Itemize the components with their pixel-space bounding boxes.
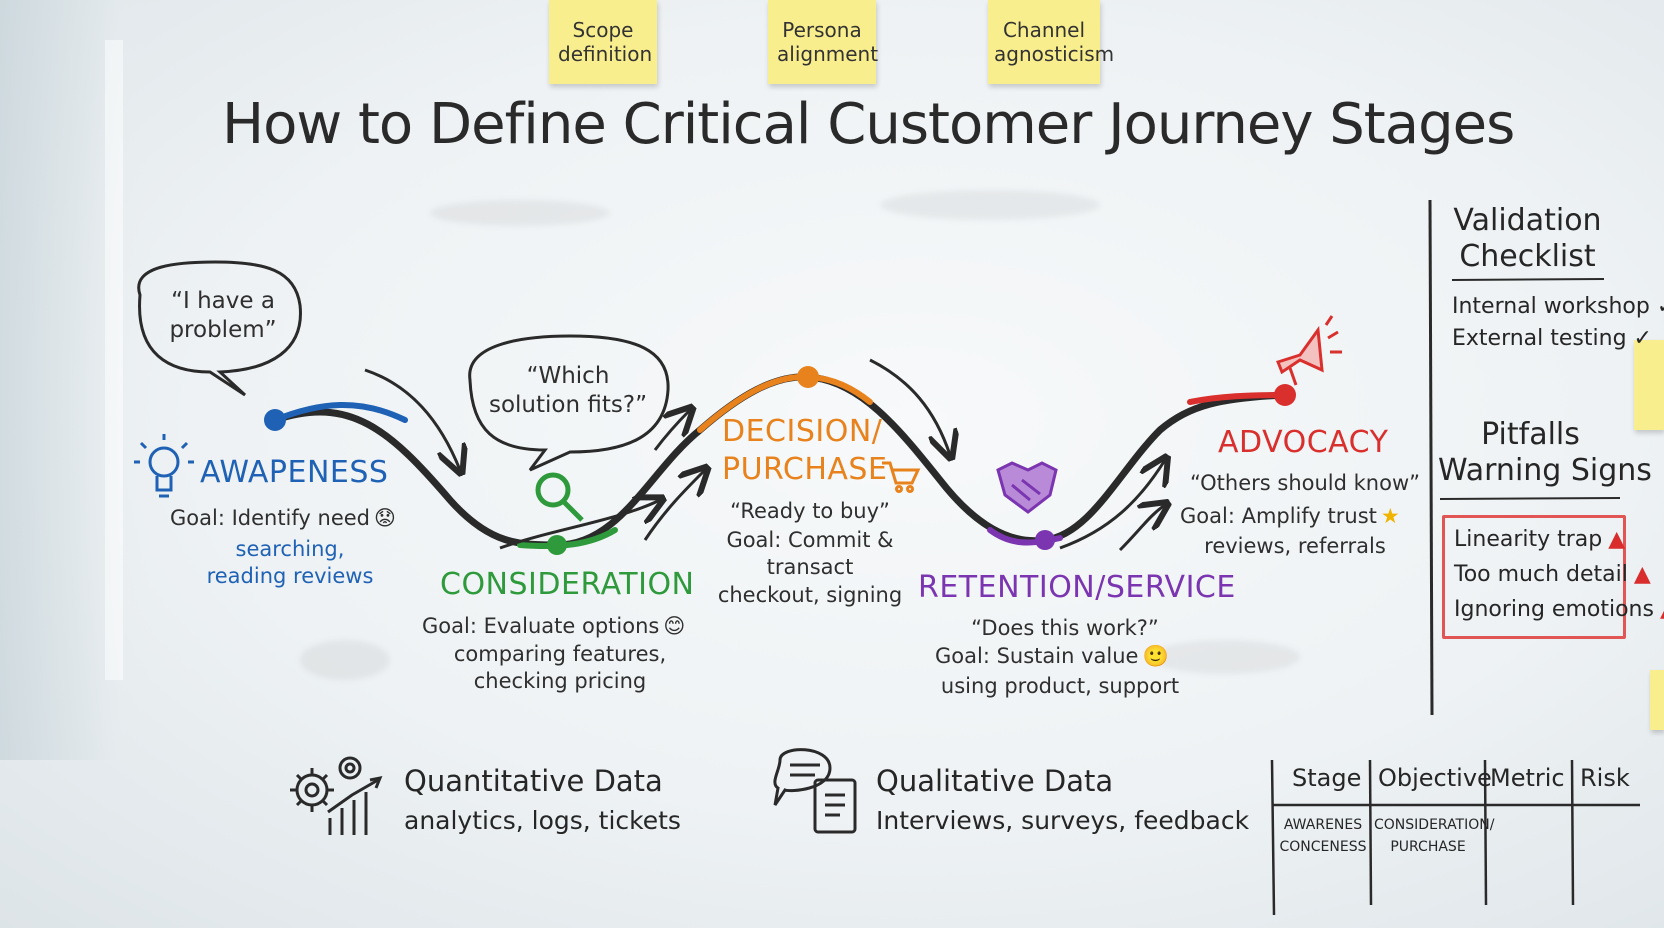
- table-header-metric: Metric: [1490, 764, 1565, 792]
- warning-icon: ▲: [1660, 597, 1664, 622]
- warning-icon: ▲: [1633, 562, 1651, 587]
- smiling-face-icon: 🙂: [1142, 644, 1169, 668]
- consideration-goal: Goal: Evaluate options😊: [422, 614, 686, 638]
- decision-activity: checkout, signing: [717, 583, 903, 607]
- qualitative-data-title: Qualitative Data: [876, 764, 1114, 798]
- whiteboard-smudge: [430, 200, 610, 226]
- page-title: How to Define Critical Customer Journey …: [222, 92, 1515, 157]
- retention-dot: [1035, 530, 1055, 550]
- awareness-dot: [264, 409, 286, 431]
- flow-arrow: [869, 358, 950, 455]
- whiteboard-smudge: [1150, 640, 1300, 674]
- table-header-stage: Stage: [1292, 764, 1362, 792]
- pitfalls-title: Pitfalls: [1481, 417, 1580, 452]
- consideration-path-segment: [517, 527, 618, 550]
- window-frame-reflection: [105, 40, 123, 680]
- panel-divider: [1428, 199, 1434, 716]
- advocacy-dot: [1274, 384, 1296, 406]
- stage-decision-name: DECISION/: [722, 414, 883, 449]
- table-cell: CONSIDERATION/: [1374, 817, 1495, 833]
- qualitative-data-subtitle: Interviews, surveys, feedback: [876, 806, 1250, 835]
- sticky-note-channel: Channel agnosticism: [988, 0, 1114, 84]
- speech-bubble-consideration: [468, 334, 670, 472]
- consideration-dot: [547, 535, 567, 555]
- retention-activity: using product, support: [940, 674, 1180, 698]
- lightbulb-icon: [134, 434, 194, 498]
- flow-arrow: [1059, 460, 1165, 550]
- magnifier-icon: [535, 472, 584, 522]
- consideration-activity: checking pricing: [473, 669, 647, 693]
- sticky-note-edge: [1650, 670, 1664, 730]
- checklist-title: Checklist: [1459, 239, 1596, 274]
- window-light-reflection: [0, 0, 150, 760]
- stage-consideration-name: CONSIDERATION: [440, 567, 695, 602]
- awareness-activity: reading reviews: [206, 564, 374, 588]
- retention-quote: “Does this work?”: [971, 616, 1159, 640]
- decision-quote: “Ready to buy”: [730, 499, 890, 523]
- awareness-path-segment: [272, 402, 408, 423]
- stage-awareness-name: AWAPENESS: [200, 455, 389, 490]
- whiteboard-smudge: [880, 190, 1100, 220]
- stage-purchase-name: PURCHASE: [722, 452, 888, 487]
- table-header-objective: Objective: [1378, 764, 1492, 792]
- validation-underline: [1451, 278, 1605, 281]
- star-icon: ★: [1380, 504, 1400, 528]
- validation-title: Validation: [1453, 203, 1602, 238]
- decision-goal: Goal: Commit &: [726, 528, 894, 552]
- gears-chart-icon: [290, 756, 383, 835]
- warning-signs-title: Warning Signs: [1438, 453, 1652, 488]
- advocacy-activity: reviews, referrals: [1204, 534, 1386, 558]
- table-cell: PURCHASE: [1390, 839, 1466, 855]
- stage-table-grid: [1270, 759, 1640, 916]
- advocacy-quote: “Others should know”: [1190, 471, 1420, 495]
- speech-bubble-awareness: [137, 260, 302, 397]
- awareness-goal: Goal: Identify need😟: [170, 506, 396, 530]
- retention-goal: Goal: Sustain value🙂: [935, 644, 1169, 668]
- sticky-note-scope: Scope definition: [549, 0, 657, 84]
- stage-retention-name: RETENTION/SERVICE: [918, 570, 1236, 605]
- decision-dot: [797, 366, 819, 388]
- awareness-activity: searching,: [235, 537, 345, 561]
- table-cell: CONCENESS: [1279, 839, 1367, 855]
- flow-arrow: [1118, 505, 1165, 552]
- checklist-item: Internal workshop ✓: [1452, 294, 1664, 319]
- advocacy-goal: Goal: Amplify trust★: [1180, 504, 1400, 528]
- consideration-activity: comparing features,: [453, 642, 667, 666]
- pitfalls-box: [1442, 515, 1626, 639]
- flow-arrow: [653, 410, 690, 451]
- flow-arrow: [364, 368, 460, 470]
- smiling-face-icon: 😊: [663, 614, 686, 638]
- quantitative-data-subtitle: analytics, logs, tickets: [404, 806, 681, 835]
- cart-icon: [882, 461, 921, 493]
- table-header-risk: Risk: [1580, 764, 1630, 792]
- awareness-quote: “I have a problem”: [169, 288, 277, 343]
- chat-clipboard-icon: [773, 748, 857, 834]
- pitfalls-underline: [1439, 497, 1621, 500]
- pitfall-item: Ignoring emotions▲: [1454, 597, 1664, 622]
- flow-arrow: [643, 470, 705, 541]
- table-cell: AWARENES: [1283, 817, 1363, 833]
- flow-arrow: [499, 500, 660, 550]
- stage-advocacy-name: ADVOCACY: [1218, 425, 1389, 460]
- checklist-item: External testing ✓: [1452, 326, 1652, 351]
- decision-goal-cont: transact: [766, 555, 854, 579]
- pitfall-item: Too much detail▲: [1454, 562, 1651, 587]
- sticky-note-edge: [1634, 340, 1664, 430]
- sticky-note-persona: Persona alignment: [768, 0, 878, 84]
- quantitative-data-title: Quantitative Data: [404, 764, 663, 798]
- whiteboard-smudge: [300, 640, 390, 680]
- worried-face-icon: 😟: [374, 506, 396, 530]
- handshake-icon: [996, 461, 1058, 514]
- consideration-quote: “Which solution fits?”: [488, 363, 647, 418]
- warning-icon: ▲: [1608, 527, 1626, 552]
- megaphone-icon: [1276, 315, 1342, 386]
- pitfall-item: Linearity trap▲: [1454, 527, 1626, 552]
